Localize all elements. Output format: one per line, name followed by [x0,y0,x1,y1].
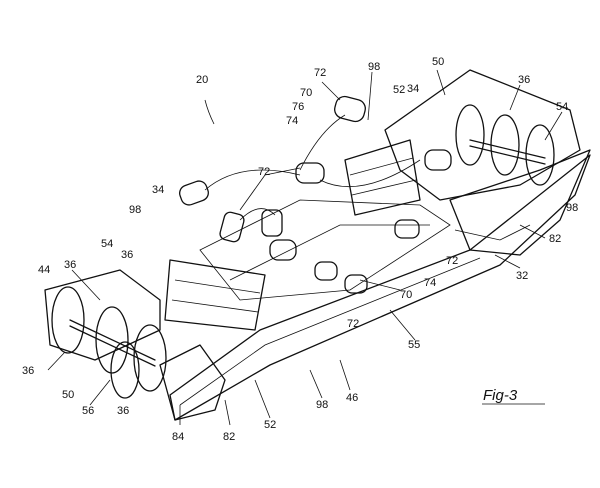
label-36-left-a: 36 [64,259,76,271]
label-50-left: 50 [62,389,74,401]
label-55: 55 [408,339,420,351]
label-36-bottom: 36 [117,405,129,417]
label-98-left: 98 [129,204,141,216]
label-54-right: 54 [556,101,568,113]
label-54-left: 54 [101,238,113,250]
label-46: 46 [346,392,358,404]
wheels-rear-left [51,286,167,399]
label-52-top: 52 [393,84,405,96]
label-36-bottom-left: 36 [22,365,34,377]
label-84: 84 [172,431,184,443]
leader-lines [47,69,563,426]
motors [179,95,452,294]
label-72-top: 72 [314,67,326,79]
label-56: 56 [82,405,94,417]
track-front [344,139,421,216]
label-34-right: 34 [407,83,419,95]
label-50-right: 50 [432,56,444,68]
label-52-bottom: 52 [264,419,276,431]
label-34-left: 34 [152,184,164,196]
label-98-right: 98 [566,202,578,214]
chassis-body [44,69,591,421]
label-70-lower: 70 [400,289,412,301]
label-82-bottom: 82 [223,431,235,443]
label-98-top: 98 [368,61,380,73]
label-74-lower: 74 [424,277,436,289]
label-76: 76 [292,101,304,113]
label-70-top: 70 [300,87,312,99]
label-44: 44 [38,264,50,276]
label-32: 32 [516,270,528,282]
label-74-top: 74 [286,115,298,127]
label-20: 20 [196,74,208,86]
label-82-right: 82 [549,233,561,245]
label-72-lower: 72 [347,318,359,330]
label-98-bottom: 98 [316,399,328,411]
label-36-right: 36 [518,74,530,86]
track-rear [164,259,266,331]
wiring [204,114,421,221]
reference-labels: 20 72 98 52 34 50 36 54 70 76 74 72 34 9… [22,56,578,443]
wheels-front-right [455,104,555,186]
label-72-mid: 72 [258,166,270,178]
label-36-left-b: 36 [121,249,133,261]
label-72-right: 72 [446,255,458,267]
figure-caption: Fig-3 [483,387,518,404]
